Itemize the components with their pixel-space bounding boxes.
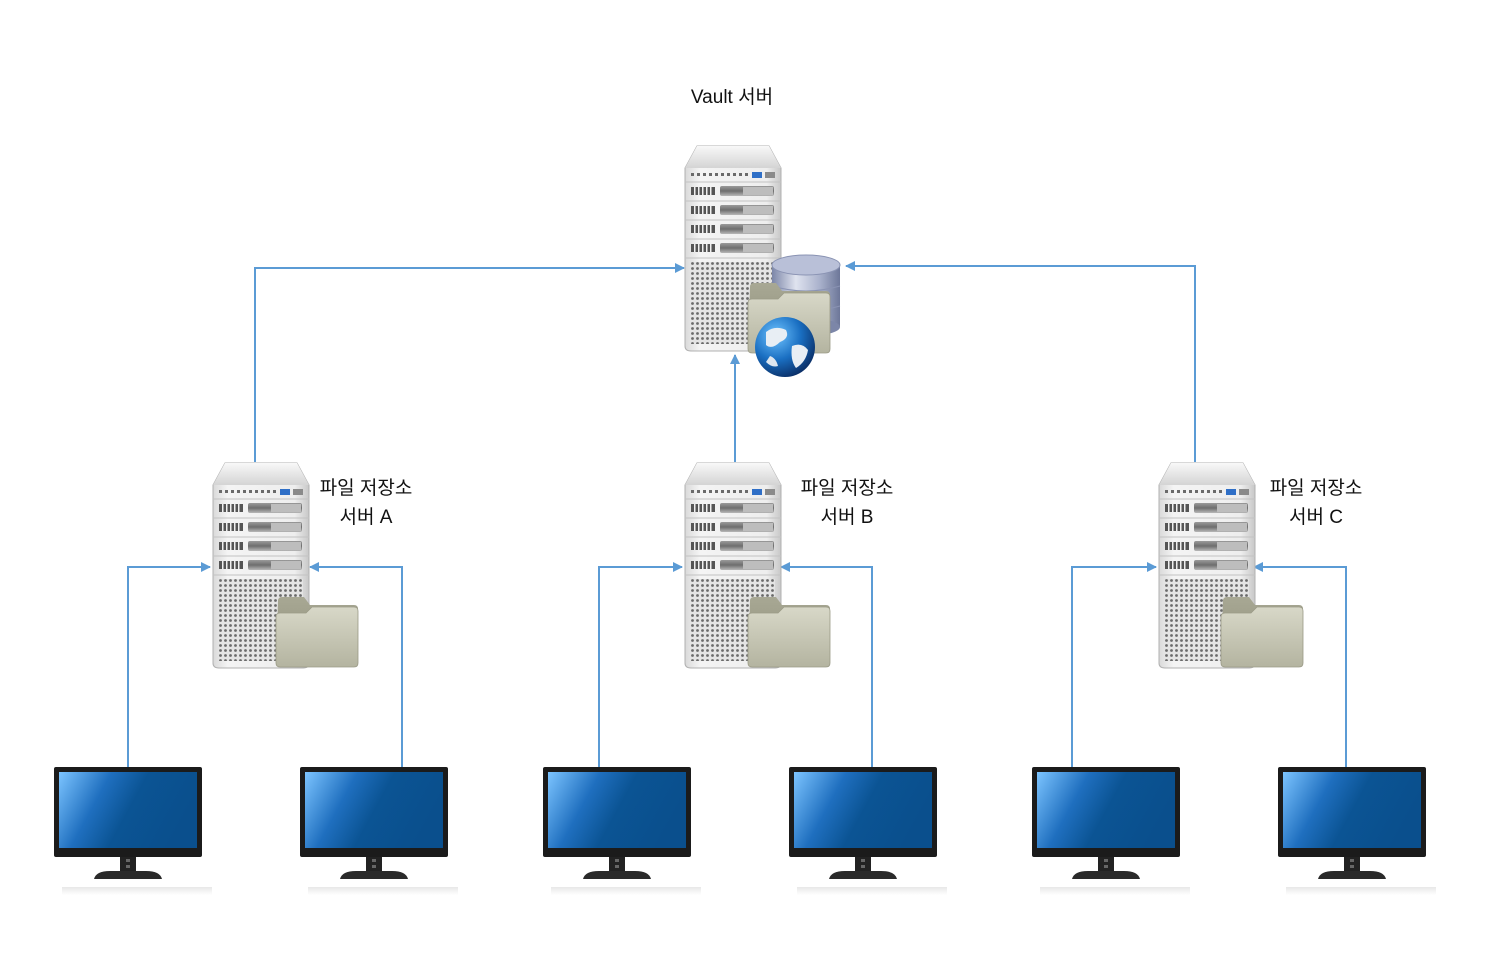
file-server-a-label-line2: 서버 A bbox=[339, 507, 393, 528]
client-monitor-a1 bbox=[54, 767, 212, 895]
connector-client-b2-to-server-b bbox=[780, 562, 873, 767]
folder-icon bbox=[747, 596, 831, 668]
connector-client-b1-to-server-b bbox=[598, 562, 683, 767]
connector-server-a-to-vault bbox=[254, 263, 685, 462]
vault-server-node bbox=[684, 145, 841, 377]
file-server-b-label-line2: 서버 B bbox=[820, 507, 874, 528]
file-server-b-label-line1: 파일 저장소 bbox=[800, 478, 894, 499]
file-server-a-label: 파일 저장소 서버 A bbox=[306, 474, 426, 532]
folder-icon bbox=[275, 596, 359, 668]
connector-client-c2-to-server-c bbox=[1253, 562, 1347, 767]
client-monitor-c2 bbox=[1278, 767, 1436, 895]
connector-client-a2-to-server-a bbox=[309, 562, 403, 767]
folder-icon bbox=[1220, 596, 1304, 668]
client-monitor-a2 bbox=[300, 767, 458, 895]
vault-server-label: Vault 서버 bbox=[690, 87, 774, 108]
connector-server-c-to-vault bbox=[845, 261, 1196, 462]
connectors bbox=[127, 261, 1347, 767]
connector-client-c1-to-server-c bbox=[1071, 562, 1157, 767]
client-monitor-c1 bbox=[1032, 767, 1190, 895]
file-server-c-label: 파일 저장소 서버 C bbox=[1256, 474, 1376, 532]
file-server-b-label: 파일 저장소 서버 B bbox=[787, 474, 907, 532]
file-server-a-label-line1: 파일 저장소 bbox=[319, 478, 413, 499]
client-monitor-b1 bbox=[543, 767, 701, 895]
connector-client-a1-to-server-a bbox=[127, 562, 211, 767]
file-server-c-label-line1: 파일 저장소 bbox=[1269, 478, 1363, 499]
file-server-c-label-line2: 서버 C bbox=[1289, 507, 1343, 528]
globe-icon bbox=[755, 317, 815, 377]
client-monitor-b2 bbox=[789, 767, 947, 895]
